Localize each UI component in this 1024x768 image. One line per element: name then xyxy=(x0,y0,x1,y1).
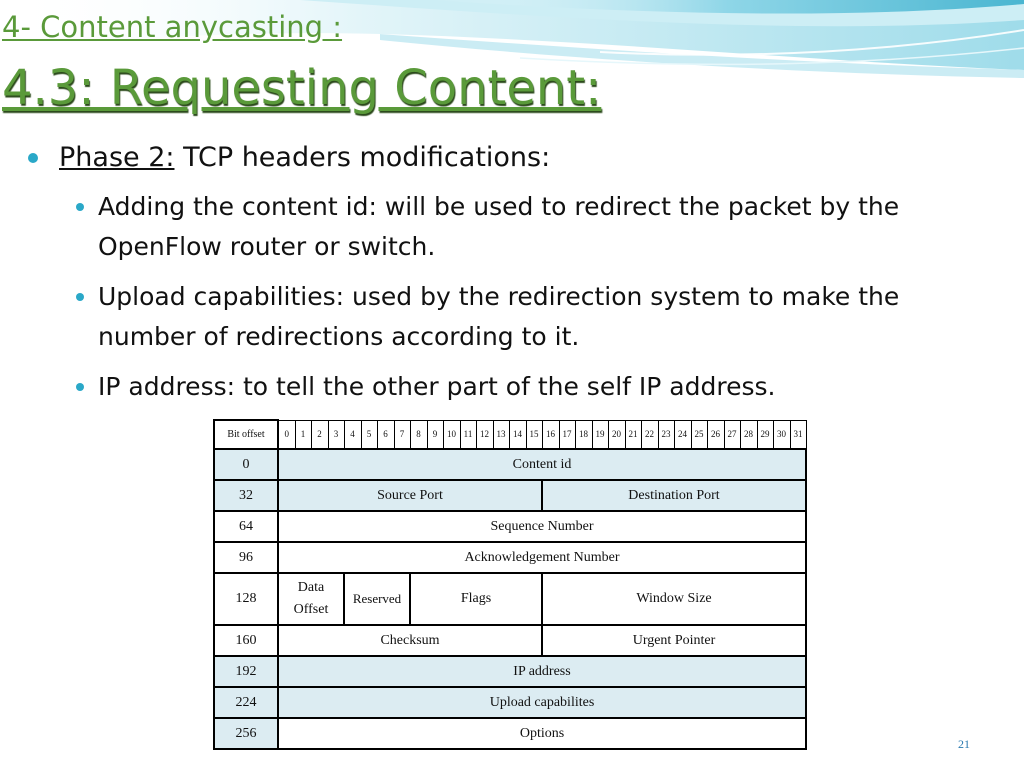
bit-label: 28 xyxy=(739,419,758,450)
bit-label: 18 xyxy=(574,419,593,450)
bit-label: 15 xyxy=(525,419,543,450)
field-checksum: Checksum xyxy=(277,624,543,657)
bit-label: 25 xyxy=(690,419,708,450)
bullet-dot-icon xyxy=(76,293,84,301)
bit-label: 2 xyxy=(310,419,329,450)
bit-label: 9 xyxy=(426,419,444,450)
row-offset: 64 xyxy=(213,510,279,543)
table-row: 64 Sequence Number xyxy=(213,510,807,543)
row-offset: 224 xyxy=(213,686,279,719)
bit-label: 12 xyxy=(475,419,494,450)
phase-description: TCP headers modifications: xyxy=(174,142,551,173)
slide-title: 4.3: Requesting Content: xyxy=(2,60,602,116)
bit-label: 23 xyxy=(657,419,675,450)
bullet-dot-icon xyxy=(76,203,84,211)
field-source-port: Source Port xyxy=(277,479,543,512)
field-reserved: Reserved xyxy=(343,572,411,626)
bit-label: 26 xyxy=(706,419,725,450)
bit-label: 21 xyxy=(624,419,642,450)
header-swoosh-decoration xyxy=(0,0,1024,78)
row-offset: 128 xyxy=(213,572,279,626)
bit-label: 30 xyxy=(772,419,791,450)
bit-label: 7 xyxy=(393,419,411,450)
row-offset: 96 xyxy=(213,541,279,574)
bullet-dot-icon xyxy=(76,383,84,391)
bit-label: 6 xyxy=(376,419,395,450)
bit-label: 19 xyxy=(591,419,609,450)
bit-label: 1 xyxy=(294,419,312,450)
table-row: 224 Upload capabilites xyxy=(213,686,807,719)
bit-label: 24 xyxy=(673,419,692,450)
table-row: 160 Checksum Urgent Pointer xyxy=(213,624,807,657)
bit-label: 22 xyxy=(640,419,659,450)
table-row: 96 Acknowledgement Number xyxy=(213,541,807,574)
row-offset: 192 xyxy=(213,655,279,688)
table-row: 0 Content id xyxy=(213,448,807,481)
bit-label: 8 xyxy=(409,419,428,450)
bit-label: 29 xyxy=(756,419,774,450)
page-number: 21 xyxy=(958,737,970,751)
row-offset: 256 xyxy=(213,717,279,750)
table-row: 256 Options xyxy=(213,717,807,750)
field-flags: Flags xyxy=(409,572,543,626)
table-row: 32 Source Port Destination Port xyxy=(213,479,807,512)
bit-label: 27 xyxy=(723,419,741,450)
field-content-id: Content id xyxy=(277,448,807,481)
sub-bullet-text: Upload capabilities: used by the redirec… xyxy=(98,282,900,351)
sub-bullet-text: Adding the content id: will be used to r… xyxy=(98,192,900,261)
field-acknowledgement-number: Acknowledgement Number xyxy=(277,541,807,574)
field-window-size: Window Size xyxy=(541,572,807,626)
bit-offset-header: Bit offset xyxy=(213,419,279,450)
bit-label: 5 xyxy=(360,419,378,450)
field-upload-capabilities: Upload capabilites xyxy=(277,686,807,719)
bit-label: 11 xyxy=(459,419,477,450)
phase-label: Phase 2: xyxy=(59,142,175,173)
tcp-header-table: Bit offset 0 1 2 3 4 5 6 7 8 9 10 11 12 … xyxy=(213,419,807,750)
row-offset: 32 xyxy=(213,479,279,512)
bit-label: 13 xyxy=(492,419,510,450)
bit-label: 16 xyxy=(541,419,560,450)
section-title: 4- Content anycasting : xyxy=(2,10,343,44)
field-data-offset: Data Offset xyxy=(277,572,345,626)
bit-label: 20 xyxy=(607,419,626,450)
row-offset: 0 xyxy=(213,448,279,481)
field-sequence-number: Sequence Number xyxy=(277,510,807,543)
bit-label: 4 xyxy=(343,419,362,450)
bullet-dot-icon xyxy=(28,153,38,163)
field-ip-address: IP address xyxy=(277,655,807,688)
field-urgent-pointer: Urgent Pointer xyxy=(541,624,807,657)
bit-label: 31 xyxy=(789,419,807,450)
row-offset: 160 xyxy=(213,624,279,657)
sub-bullet-text: IP address: to tell the other part of th… xyxy=(98,372,776,401)
main-bullet-text: Phase 2: TCP headers modifications: xyxy=(59,141,550,175)
bit-label: 14 xyxy=(508,419,527,450)
bit-label: 10 xyxy=(442,419,461,450)
field-options: Options xyxy=(277,717,807,750)
bit-label: 3 xyxy=(327,419,345,450)
bit-label: 17 xyxy=(558,419,576,450)
bit-header-row: Bit offset 0 1 2 3 4 5 6 7 8 9 10 11 12 … xyxy=(213,419,807,450)
table-row: 128 Data Offset Reserved Flags Window Si… xyxy=(213,572,807,626)
field-destination-port: Destination Port xyxy=(541,479,807,512)
table-row: 192 IP address xyxy=(213,655,807,688)
bit-label: 0 xyxy=(277,419,296,450)
